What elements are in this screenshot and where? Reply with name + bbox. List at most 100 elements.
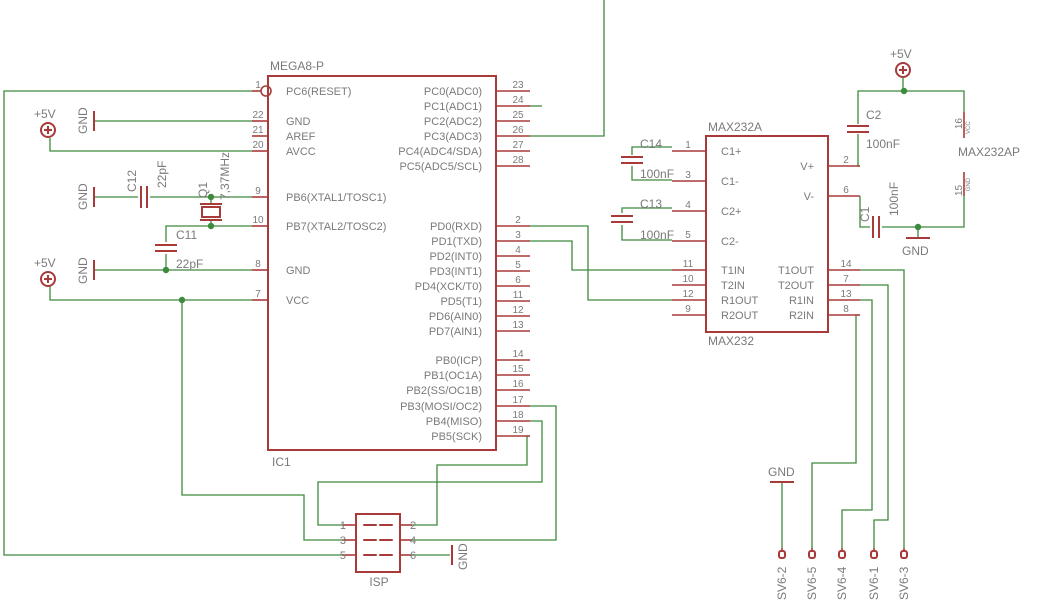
gnd-symbol-max: GND: [902, 237, 930, 258]
svg-text:GND: GND: [902, 244, 929, 258]
svg-text:+5V: +5V: [34, 107, 56, 121]
sv6-pin-0-contact: [778, 550, 786, 559]
plus5v-symbol-1: +5V: [34, 107, 56, 138]
sv6-pin-label: SV6-4: [835, 566, 849, 600]
ic1-pin-15-label: PB1(OC1A): [424, 370, 482, 382]
svg-text:+5V: +5V: [890, 47, 912, 61]
max232-pin-14-label: T1OUT: [778, 265, 814, 277]
ic1-pin-13-label: PD7(AIN1): [429, 326, 482, 338]
ic1-pin-16-label: PB2(SS/OC1B): [406, 385, 482, 397]
max232-pin-6-num: 6: [843, 185, 849, 196]
ic1-pin-20-label: AVCC: [286, 146, 316, 158]
ic1-pin-8-num: 8: [255, 259, 261, 270]
capacitor-c14: C14 100nF: [621, 137, 674, 181]
crystal-q1: Q1 7,37MHz: [196, 152, 232, 221]
max232-name: MAX232A: [708, 120, 762, 134]
ic1-pin-14-label: PB0(ICP): [436, 355, 482, 367]
q1-value: 7,37MHz: [218, 152, 232, 200]
max232-power-name: MAX232AP: [958, 145, 1020, 159]
ic1-pin-3-num: 3: [515, 230, 521, 241]
ic1-pin-26-num: 26: [512, 125, 524, 136]
ic1-pin-26-label: PC3(ADC3): [424, 131, 482, 143]
ic1-pin-8-label: GND: [286, 265, 311, 277]
ic1-pin-24-num: 24: [512, 95, 524, 106]
max232-pin-12-num: 12: [682, 289, 694, 300]
ic1-pin-28-num: 28: [512, 155, 524, 166]
gnd-symbol-3: GND: [76, 257, 95, 284]
max232-pin-5-label: C2-: [721, 236, 739, 248]
ic1-pin-5-num: 5: [515, 260, 521, 271]
max232-pin-10-label: T2IN: [721, 280, 745, 292]
ic1-pin-19-label: PB5(SCK): [431, 431, 482, 443]
max232-pin-1-label: C1+: [721, 146, 742, 158]
ic1-pin-2-num: 2: [515, 215, 521, 226]
reset-inversion-bubble: [260, 85, 272, 97]
max232-body: [705, 135, 829, 333]
max232-pin-2-label: V+: [800, 161, 814, 173]
ic1-pin-17-num: 17: [512, 395, 524, 406]
max232-pin-11-label: T1IN: [721, 265, 745, 277]
max232-pin-5-num: 5: [685, 230, 691, 241]
max232-pin-14-num: 14: [840, 259, 852, 270]
max232-pin-2-num: 2: [843, 155, 849, 166]
q1-name: Q1: [196, 182, 210, 198]
max232-pin-7-label: T2OUT: [778, 280, 814, 292]
gnd-symbol-1: GND: [76, 107, 95, 134]
ic1-pin-22-label: GND: [286, 116, 311, 128]
ic1-pin-24-label: PC1(ADC1): [424, 101, 482, 113]
sv6-pin-label: SV6-3: [897, 566, 911, 600]
capacitor-c2: C2 100nF: [847, 108, 900, 151]
isp-pin-5-num: 5: [340, 550, 346, 562]
ic1-name: IC1: [272, 455, 291, 469]
ic1-pin-18-num: 18: [512, 410, 524, 421]
c12-value: 22pF: [155, 161, 169, 188]
isp-body: [355, 513, 401, 573]
c2-name: C2: [866, 108, 882, 122]
svg-text:GND: GND: [768, 465, 795, 479]
gnd-symbol-sv6: GND: [768, 465, 795, 483]
ic1-pin-12-label: PD6(AIN0): [429, 311, 482, 323]
max232-pin-10-num: 10: [682, 274, 694, 285]
ic1-pin-12-num: 12: [512, 305, 524, 316]
max232-pin-9-label: R2OUT: [721, 310, 759, 322]
ic1-pin-6-label: PD4(XCK/T0): [415, 281, 482, 293]
gnd-symbol-isp: GND: [451, 543, 470, 570]
ic1-pin-9-label: PB6(XTAL1/TOSC1): [286, 192, 386, 204]
max232-pin-4-num: 4: [685, 200, 691, 211]
ic1-pin-25-label: PC2(ADC2): [424, 116, 482, 128]
sv6-pin-2-contact: [838, 550, 846, 559]
ic1-pin-18-label: PB4(MISO): [426, 416, 482, 428]
max232-ic: MAX232A MAX232 1C1+3C1-4C2+5C2-11T1IN10T…: [672, 112, 1020, 348]
max232-pin-12-label: R1OUT: [721, 295, 759, 307]
c1-name: C1: [858, 206, 872, 222]
ic1-pin-11-label: PD5(T1): [440, 296, 482, 308]
max232-pin-13-num: 13: [840, 289, 852, 300]
sv6-pin-label: SV6-1: [867, 566, 881, 600]
max232-pin-13-label: R1IN: [789, 295, 814, 307]
ic1-pin-1-label: PC6(RESET): [286, 86, 351, 98]
ic1-value: MEGA8-P: [270, 59, 324, 73]
ic1-pin-23-num: 23: [512, 80, 524, 91]
c11-value: 22pF: [176, 257, 203, 271]
ic1-pin-10-num: 10: [252, 215, 264, 226]
isp-name: ISP: [369, 575, 388, 589]
wires: [3, 0, 965, 556]
c13-name: C13: [640, 197, 662, 211]
c12-name: C12: [125, 170, 139, 192]
max232-pin-16-label: VCC: [966, 121, 972, 134]
max232-pin-6-label: V-: [804, 191, 815, 203]
ic1-pin-15-num: 15: [512, 364, 524, 375]
ic1-right-pins: 23PC0(ADC0)24PC1(ADC1)25PC2(ADC2)26PC3(A…: [398, 80, 530, 443]
c11-name: C11: [176, 228, 197, 242]
max232-pin-4-label: C2+: [721, 206, 742, 218]
c13-value: 100nF: [640, 228, 674, 242]
ic1-pin-5-label: PD3(INT1): [429, 266, 482, 278]
capacitor-c1: C1 100nF: [858, 182, 901, 238]
ic1-pin-27-label: PC4(ADC4/SDA): [398, 146, 482, 158]
ic1-pin-17-label: PB3(MOSI/OC2): [400, 401, 482, 413]
max232-pin-1-num: 1: [685, 140, 691, 151]
ic1-pin-7-num: 7: [255, 289, 261, 300]
plus5v-symbol-3: +5V: [890, 47, 912, 91]
